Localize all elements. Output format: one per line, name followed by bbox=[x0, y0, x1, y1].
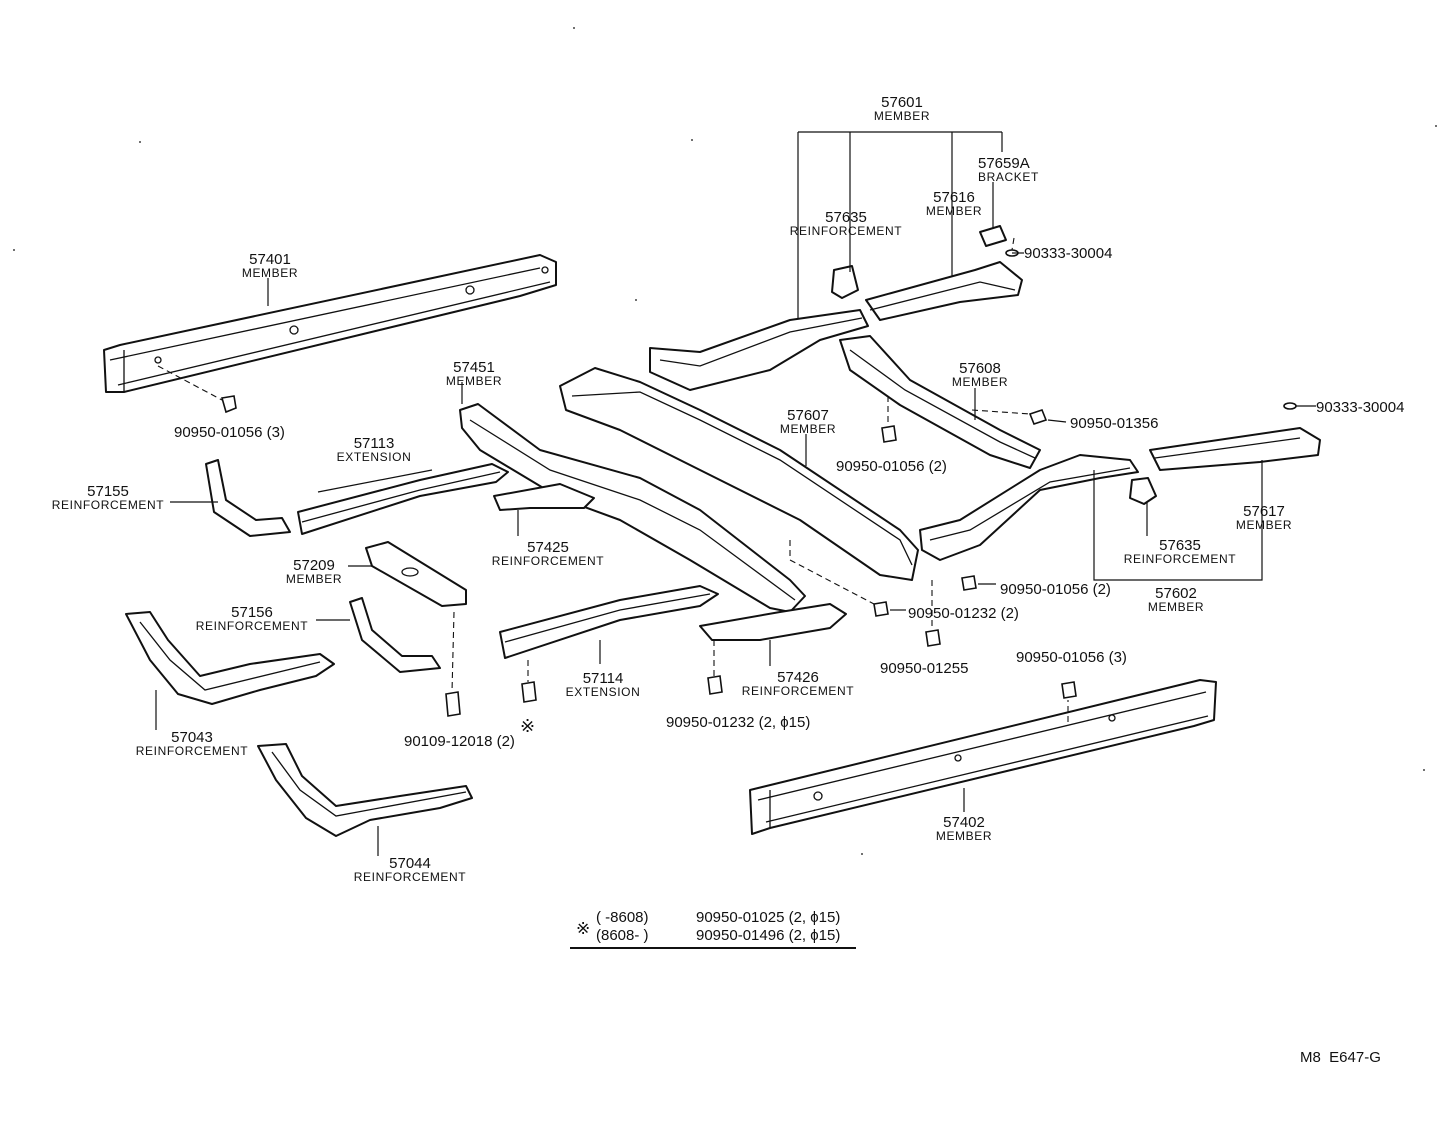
part-number-57635: 57635 bbox=[1159, 537, 1201, 554]
footnote: ※ ( -8608) 90950-01025 (2, ϕ15) (8608- )… bbox=[570, 909, 856, 949]
member-57608-drawing bbox=[839, 335, 1041, 469]
part-number-57659a: 57659A bbox=[978, 155, 1030, 172]
part-name-57601: MEMBER bbox=[874, 109, 930, 123]
hardware-label-h10: 90109-12018 (2) bbox=[404, 733, 515, 750]
part-name-57155: REINFORCEMENT bbox=[52, 498, 165, 512]
hardware-label-h8: 90950-01255 bbox=[880, 660, 968, 677]
part-name-57602: MEMBER bbox=[1148, 600, 1204, 614]
part-number-57601: 57601 bbox=[881, 94, 923, 111]
part-number-57156: 57156 bbox=[231, 604, 273, 621]
part-number-57451: 57451 bbox=[453, 359, 495, 376]
part-number-57425: 57425 bbox=[527, 539, 569, 556]
reinforcement-57043-drawing bbox=[125, 611, 335, 705]
extension-57114-drawing bbox=[499, 585, 719, 659]
part-number-57635: 57635 bbox=[825, 209, 867, 226]
part-name-57113: EXTENSION bbox=[337, 450, 412, 464]
part-name-57607: MEMBER bbox=[780, 422, 836, 436]
part-name-57425: REINFORCEMENT bbox=[492, 554, 605, 568]
part-number-57602: 57602 bbox=[1155, 585, 1197, 602]
part-name-57402: MEMBER bbox=[936, 829, 992, 843]
part-number-57608: 57608 bbox=[959, 360, 1001, 377]
part-name-57209: MEMBER bbox=[286, 572, 342, 586]
drawing-code: M8 E647-G bbox=[1300, 1049, 1381, 1066]
hardware-label-h11: 90950-01232 (2, ϕ15) bbox=[666, 714, 810, 731]
hardware-label-h4: 90950-01056 (3) bbox=[174, 424, 285, 441]
hardware-label-h6: 90950-01056 (2) bbox=[1000, 581, 1111, 598]
part-number-57044: 57044 bbox=[389, 855, 431, 872]
part-name-57156: REINFORCEMENT bbox=[196, 619, 309, 633]
hardware-label-h9: 90950-01056 (3) bbox=[1016, 649, 1127, 666]
member-57402-drawing bbox=[749, 679, 1217, 835]
part-number-57209: 57209 bbox=[293, 557, 335, 574]
part-labels: 57601MEMBER57659ABRACKET57616MEMBER57635… bbox=[52, 94, 1292, 884]
hardware-icons: ※ bbox=[220, 249, 1297, 736]
member-57401-drawing bbox=[103, 254, 557, 393]
part-number-57616: 57616 bbox=[933, 189, 975, 206]
part-number-57401: 57401 bbox=[249, 251, 291, 268]
reinforcement-57635-lower-drawing bbox=[1129, 477, 1157, 505]
part-number-57402: 57402 bbox=[943, 814, 985, 831]
member-57616-drawing bbox=[865, 261, 1023, 321]
reinforcement-57156-drawing bbox=[349, 597, 441, 673]
footnote-part-2: 90950-01496 (2, ϕ15) bbox=[696, 927, 840, 944]
hardware-label-h3: 90333-30004 bbox=[1316, 399, 1404, 416]
member-57607-drawing bbox=[559, 367, 919, 581]
scan-specks bbox=[13, 27, 1437, 855]
part-number-57607: 57607 bbox=[787, 407, 829, 424]
part-name-57114: EXTENSION bbox=[566, 685, 641, 699]
part-name-57044: REINFORCEMENT bbox=[354, 870, 467, 884]
member-57601-drawing bbox=[649, 309, 869, 391]
part-number-57617: 57617 bbox=[1243, 503, 1285, 520]
footnote-symbol: ※ bbox=[576, 919, 590, 938]
member-57209-drawing bbox=[365, 541, 467, 607]
leader-lines bbox=[155, 131, 1316, 856]
member-57602-drawing bbox=[919, 454, 1139, 561]
hardware-label-h1: 90333-30004 bbox=[1024, 245, 1112, 262]
hardware-labels: 90333-30004 90950-01356 90333-30004 90950-0… bbox=[174, 245, 1404, 750]
part-name-57635: REINFORCEMENT bbox=[790, 224, 903, 238]
reinforcement-57044-drawing bbox=[257, 743, 473, 837]
part-name-57401: MEMBER bbox=[242, 266, 298, 280]
part-name-57617: MEMBER bbox=[1236, 518, 1292, 532]
part-number-57043: 57043 bbox=[171, 729, 213, 746]
reinforcement-57155-drawing bbox=[205, 459, 291, 537]
reinforcement-57426-drawing bbox=[699, 603, 847, 641]
part-name-57608: MEMBER bbox=[952, 375, 1008, 389]
part-name-57616: MEMBER bbox=[926, 204, 982, 218]
part-number-57113: 57113 bbox=[354, 435, 395, 452]
part-number-57426: 57426 bbox=[777, 669, 819, 686]
hardware-label-h7: 90950-01232 (2) bbox=[908, 605, 1019, 622]
part-name-57635: REINFORCEMENT bbox=[1124, 552, 1237, 566]
part-number-57155: 57155 bbox=[87, 483, 129, 500]
hardware-label-h5: 90950-01056 (2) bbox=[836, 458, 947, 475]
member-57617-drawing bbox=[1149, 427, 1321, 471]
part-number-57114: 57114 bbox=[583, 670, 624, 687]
footnote-marker-icon: ※ bbox=[520, 716, 535, 736]
part-name-57043: REINFORCEMENT bbox=[136, 744, 249, 758]
footnote-range-1: ( -8608) bbox=[596, 909, 649, 926]
part-name-57426: REINFORCEMENT bbox=[742, 684, 855, 698]
footnote-part-1: 90950-01025 (2, ϕ15) bbox=[696, 909, 840, 926]
footnote-range-2: (8608- ) bbox=[596, 927, 649, 944]
reinforcement-57425-drawing bbox=[493, 483, 595, 511]
hardware-label-h2: 90950-01356 bbox=[1070, 415, 1158, 432]
bracket-57659a-drawing bbox=[979, 225, 1007, 247]
reinforcement-57635-upper-drawing bbox=[831, 265, 859, 299]
part-name-57659a: BRACKET bbox=[978, 170, 1039, 184]
extension-57113-drawing bbox=[297, 463, 509, 535]
part-name-57451: MEMBER bbox=[446, 374, 502, 388]
